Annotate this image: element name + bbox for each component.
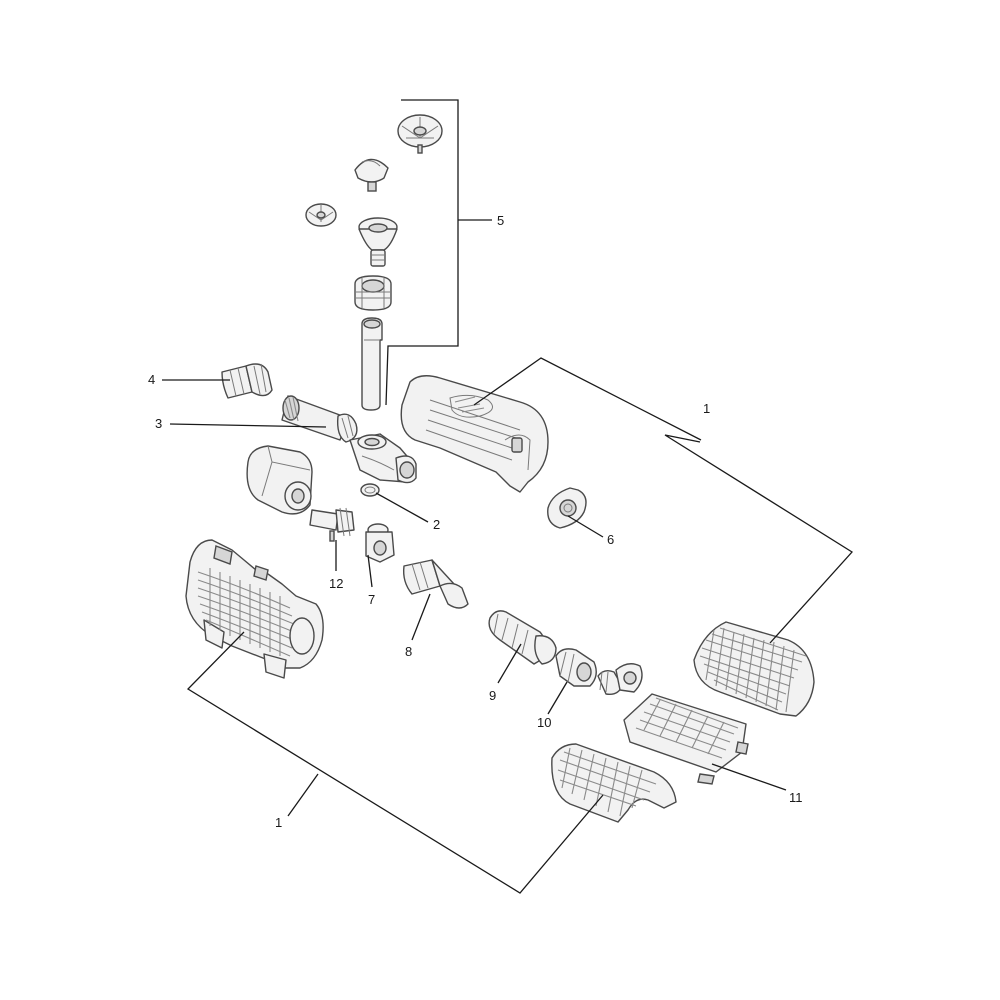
callout-7: 7 [368,592,375,607]
callout-11: 11 [789,790,803,805]
hose-adapter-4 [221,363,273,399]
pump-motor [246,445,313,515]
hose-tail-8 [402,559,469,609]
connector-7 [365,523,395,563]
fountain-disc-small [305,203,337,227]
threaded-nut [354,275,392,311]
extension-tube [361,317,383,411]
callout-1-lower: 1 [275,815,282,830]
callout-2: 2 [433,517,440,532]
callout-9: 9 [489,688,496,703]
fountain-bell-nozzle [354,158,389,192]
o-ring-2 [360,483,380,497]
callout-5: 5 [497,213,504,228]
coupling-10 [555,648,597,687]
callout-1-upper: 1 [703,401,710,416]
pump-housing-lower [185,539,324,679]
hose-tail-9 [488,610,557,665]
filter-tray-11 [623,693,749,785]
leader-lines [162,99,854,894]
pump-housing-upper [400,375,549,493]
impeller-12 [309,507,355,542]
callout-4: 4 [148,372,155,387]
callout-6: 6 [607,532,614,547]
filter-cage-bottom [551,743,677,823]
callout-12: 12 [329,576,343,591]
callout-8: 8 [405,644,412,659]
callout-3: 3 [155,416,162,431]
filter-cage-right [693,621,815,717]
cover-plate-6 [547,487,587,529]
fountain-disc-large [397,114,443,154]
fountain-funnel-nozzle [358,217,398,267]
t-valve-body [349,433,417,484]
elbow-fitting [597,663,643,696]
callout-labels: 5 4 3 1 2 6 12 7 8 9 10 11 1 [148,213,803,830]
callout-10: 10 [537,715,551,730]
outlet-pipe-3 [281,395,358,443]
